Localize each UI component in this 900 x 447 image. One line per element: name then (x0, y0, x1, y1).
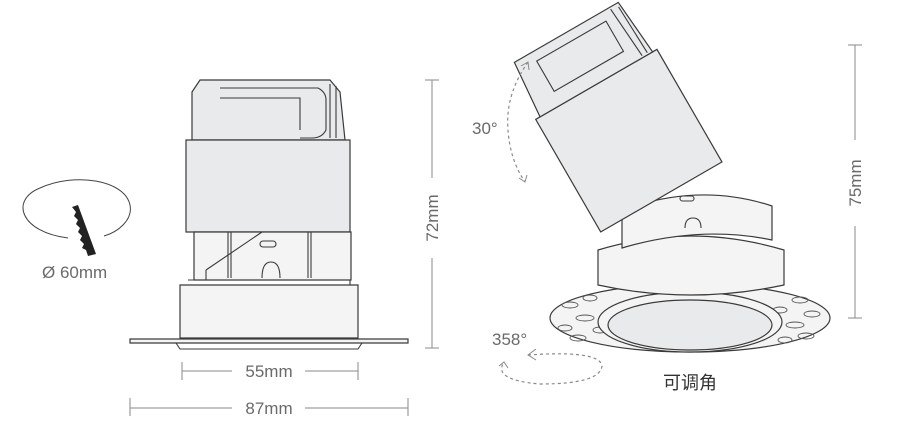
right-height-label: 75mm (846, 159, 865, 206)
tilt-angle-label: 30° (472, 119, 498, 138)
height-dimension-line (425, 79, 439, 349)
cutout-hole-icon (22, 179, 131, 256)
body-width-dimension-line (181, 362, 359, 380)
adjustable-view-product (513, 1, 831, 353)
flange-width-label: 87mm (245, 399, 292, 418)
body-width-label: 55mm (245, 362, 292, 381)
tilt-arrow-icon (507, 61, 530, 183)
flange-width-dimension-line (129, 398, 409, 416)
side-view-product (129, 79, 409, 350)
right-height-dimension-line (848, 44, 862, 319)
left-height-label: 72mm (423, 194, 442, 241)
rotation-angle-label: 358° (492, 330, 527, 349)
cutout-diameter-label: Ø 60mm (42, 263, 107, 282)
adjustable-angle-caption: 可调角 (663, 373, 717, 394)
rotation-arrow-icon (498, 348, 603, 385)
